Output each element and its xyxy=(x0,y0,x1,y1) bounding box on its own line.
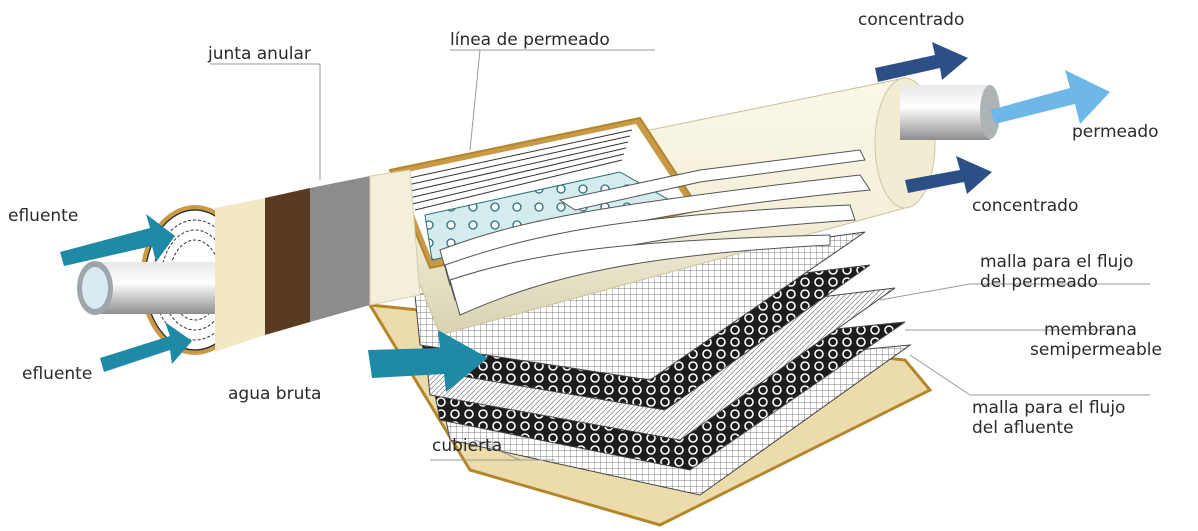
label-permeate-mesh: malla para el flujo del permeado xyxy=(980,252,1133,292)
inflow-arrow-bottom xyxy=(100,322,192,372)
label-membrane: membrana semipermeable xyxy=(1030,320,1162,360)
leader-lines xyxy=(210,49,1150,461)
permeate-arrow xyxy=(990,70,1110,124)
label-permeate-line: línea de permeado xyxy=(450,30,610,50)
label-membrane-line1: membrana xyxy=(1044,320,1137,340)
annular-gasket xyxy=(215,169,421,352)
label-permeate-mesh-line2: del permeado xyxy=(980,272,1098,292)
permeate-tube-left xyxy=(77,261,215,315)
label-permeate: permeado xyxy=(1072,122,1159,142)
label-effluent-top: efluente xyxy=(8,206,79,226)
label-influent-mesh-line1: malla para el flujo xyxy=(972,398,1126,418)
label-concentrate-bottom: concentrado xyxy=(972,196,1079,216)
label-influent-mesh-line2: del afluente xyxy=(972,418,1074,438)
label-annular-gasket: junta anular xyxy=(208,44,311,64)
label-concentrate-top: concentrado xyxy=(858,10,965,30)
label-effluent-bottom: efluente xyxy=(22,364,93,384)
concentrate-arrow-top xyxy=(875,42,968,82)
label-cover: cubierta xyxy=(432,436,503,456)
sheet-layers xyxy=(414,231,912,496)
label-membrane-line2: semipermeable xyxy=(1030,340,1162,360)
label-influent-mesh: malla para el flujo del afluente xyxy=(972,398,1125,438)
inflow-arrow-top xyxy=(60,214,175,266)
label-raw-water: agua bruta xyxy=(228,384,322,404)
unwound-leaves xyxy=(439,149,871,316)
label-permeate-mesh-line1: malla para el flujo xyxy=(980,252,1134,272)
permeate-tube-right xyxy=(900,85,1000,140)
concentrate-arrow-bottom xyxy=(905,156,992,194)
raw-water-arrow xyxy=(368,330,488,392)
